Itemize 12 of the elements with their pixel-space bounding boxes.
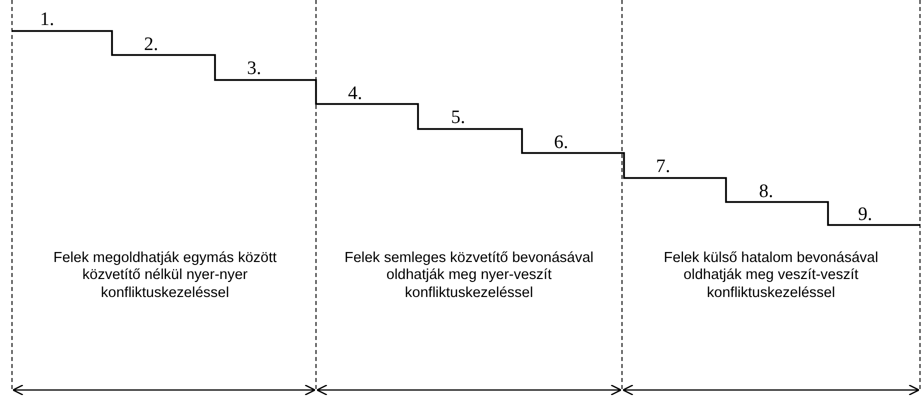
section-description: Felek megoldhatják egymás között közvetítő nélkül nyer-nyer konfliktuskezeléssel [52,250,278,302]
step-number: 5. [451,108,466,127]
step-number: 2. [144,35,158,54]
step-number: 1. [40,10,54,29]
step-number: 9. [858,205,872,224]
step-number: 6. [554,133,568,152]
step-number: 4. [348,84,362,103]
section-description: Felek semleges közvetítő bevonásával oldhatják meg nyer-veszít konfliktuskezeléssel [343,250,595,302]
section-description: Felek külső hatalom bevonásával oldhatják meg veszít-veszít konfliktuskezeléssel [662,250,880,302]
step-number: 8. [759,182,774,201]
step-number: 3. [247,59,262,78]
step-number: 7. [656,157,670,176]
